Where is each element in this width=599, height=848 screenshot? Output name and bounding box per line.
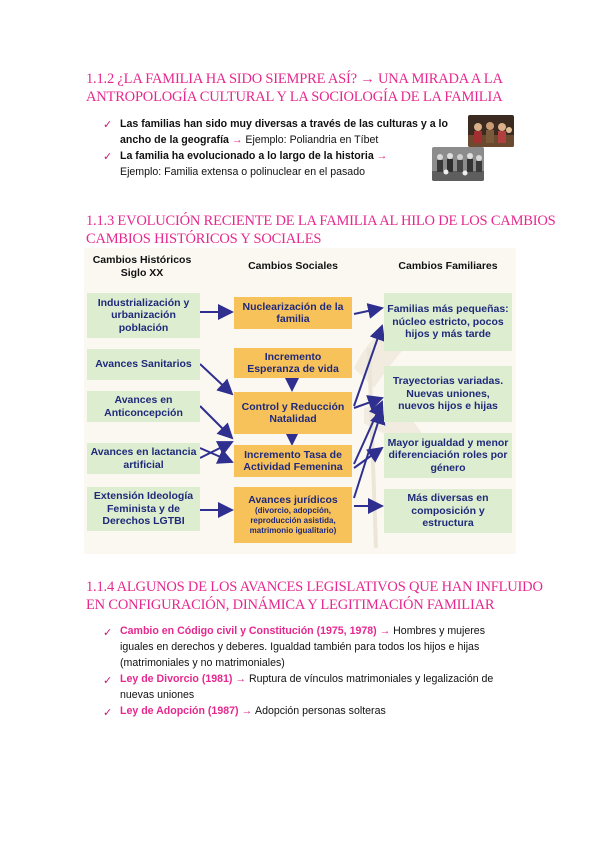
col-title-sociales: Cambios Sociales — [248, 260, 338, 272]
check-icon: ✓ — [103, 119, 113, 131]
arrow-glyph: → — [373, 150, 388, 162]
box-social-nuclearizacion: Nuclearización de la familia — [234, 297, 352, 329]
col-title-familiares: Cambios Familiares — [398, 260, 498, 272]
list-item: Ley de Adopción (1987) → Adopción person… — [120, 703, 512, 719]
law-effect: Ruptura de vínculos matrimoniales y lega… — [120, 673, 494, 701]
check-icon: ✓ — [103, 675, 113, 687]
arrow-glyph: → — [238, 705, 256, 717]
arrow — [199, 405, 234, 440]
arrow — [353, 446, 384, 469]
box-historico-anticoncepcion: Avances en Anticoncepción — [87, 391, 200, 422]
item-bold-text: La familia ha evolucionado a lo largo de… — [120, 150, 374, 162]
law-name: Cambio en Código civil y Constitución (1… — [120, 625, 377, 637]
box-social-actividad-femenina: Incremento Tasa de Actividad Femenina — [234, 445, 352, 477]
family-changes-diagram: Cambios Históricos Siglo XX Cambios Soci… — [84, 248, 516, 554]
check-icon: ✓ — [103, 151, 113, 163]
box-familiar-diversas: Más diversas en composición y estructura — [384, 489, 512, 533]
section-heading-1-1-2: 1.1.2 ¿LA FAMILIA HA SIDO SIEMPRE ASÍ? →… — [86, 71, 503, 105]
box-social-juridicos: Avances jurídicos (divorcio, adopción, r… — [234, 487, 352, 543]
section-heading-1-1-3: 1.1.3 EVOLUCIÓN RECIENTE DE LA FAMILIA A… — [86, 213, 556, 247]
item-example: Ejemplo: Poliandria en Tíbet — [245, 134, 379, 146]
list-item: Las familias han sido muy diversas a tra… — [120, 116, 450, 148]
box-historico-lactancia: Avances en lactancia artificial — [87, 443, 200, 474]
law-effect: Adopción personas solteras — [255, 705, 386, 717]
col-title-historicos: Cambios Históricos Siglo XX — [92, 254, 192, 279]
box-historico-sanitarios: Avances Sanitarios — [87, 349, 200, 380]
arrow — [353, 324, 385, 407]
arrow-glyph: → — [232, 673, 249, 685]
diagram-arrows — [199, 303, 424, 549]
list-item: La familia ha evolucionado a lo largo de… — [120, 148, 420, 180]
law-effect: Hombres y mujeres iguales en derechos y … — [120, 625, 485, 669]
law-name: Ley de Adopción (1987) — [120, 705, 239, 717]
box-familiar-trayectorias: Trayectorias variadas. Nuevas uniones, n… — [384, 366, 512, 422]
arrow — [199, 447, 234, 464]
extended-family-photo — [432, 147, 484, 181]
box-historico-feminismo: Extensión Ideología Feminista y de Derec… — [87, 487, 200, 531]
arrow — [199, 363, 234, 396]
check-icon: ✓ — [103, 627, 113, 639]
item-example: Ejemplo: Familia extensa o polinuclear e… — [120, 166, 365, 178]
arrow — [353, 303, 384, 319]
arrow — [353, 408, 386, 499]
box-historico-industrializacion: Industrialización y urbanización poblaci… — [87, 293, 200, 338]
box-familiar-igualdad: Mayor igualdad y menor diferenciación ro… — [384, 433, 512, 478]
check-icon: ✓ — [103, 707, 113, 719]
list-item: Cambio en Código civil y Constitución (1… — [120, 623, 512, 671]
arrow-glyph: → — [376, 625, 394, 637]
juridicos-title: Avances jurídicos — [248, 493, 338, 506]
box-social-natalidad: Control y Reducción Natalidad — [234, 392, 352, 434]
box-familiar-pequenas: Familias más pequeñas: núcleo estricto, … — [384, 293, 512, 351]
tibet-family-photo — [468, 115, 514, 147]
arrow-glyph: → — [228, 134, 246, 146]
law-name: Ley de Divorcio (1981) — [120, 673, 233, 685]
section-heading-1-1-4: 1.1.4 ALGUNOS DE LOS AVANCES LEGISLATIVO… — [86, 579, 543, 613]
box-social-esperanza-vida: Incremento Esperanza de vida — [234, 348, 352, 378]
list-item: Ley de Divorcio (1981) → Ruptura de vínc… — [120, 671, 512, 703]
item-bold-text: Las familias han sido muy diversas a tra… — [120, 118, 448, 146]
arrow — [353, 395, 384, 411]
juridicos-detail: (divorcio, adopción, reproducción asisti… — [249, 506, 337, 536]
